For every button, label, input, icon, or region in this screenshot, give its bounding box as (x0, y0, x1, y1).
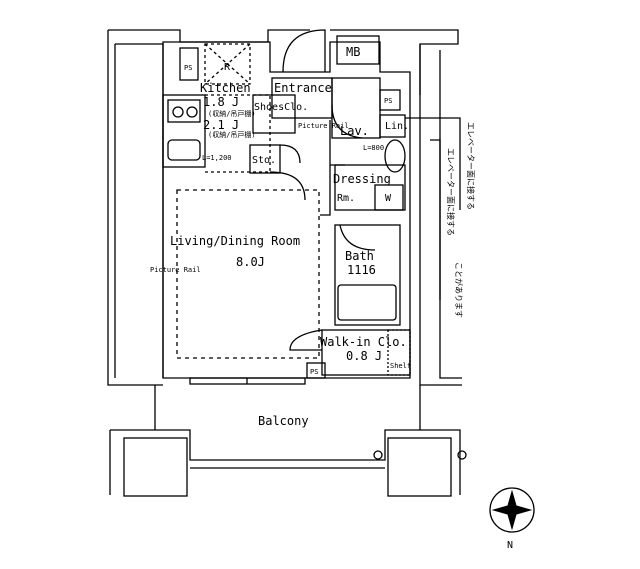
bath-door (339, 224, 376, 251)
kitchen-size-1: 1.8 J (203, 95, 239, 109)
living-size: 8.0J (236, 255, 265, 269)
dressing-label-1: Dressing (333, 172, 391, 186)
shoes-closet (252, 94, 296, 134)
linen-label: Lin. (385, 121, 409, 132)
side-note-1: エレベーター面に接する (466, 122, 476, 210)
mb-label: MB (346, 45, 360, 59)
walkin-label: Walk-in Clo. (320, 335, 407, 349)
drain-left (373, 450, 383, 460)
storage-box (249, 144, 281, 174)
drain-right (457, 450, 467, 460)
balcony-column-left (123, 437, 188, 497)
ps-label-bottom: PS (310, 368, 318, 376)
linen-box (379, 114, 406, 138)
mb-box (336, 35, 380, 65)
storage-door (279, 144, 301, 164)
walkin-size: 0.8 J (346, 349, 382, 363)
ps-label-top-left: PS (184, 64, 192, 72)
outer-wall-inner (114, 43, 164, 378)
washbasin (384, 139, 406, 173)
bath-room (334, 224, 401, 326)
washer-mark: W (385, 193, 392, 204)
shelf-box (387, 329, 411, 376)
stove-burner-2 (186, 106, 198, 118)
entrance-door (282, 29, 326, 73)
ps-box-left (179, 47, 199, 81)
fridge-mark: R (224, 62, 231, 73)
picture-rail-short: Picture Rail (298, 122, 349, 130)
lavatory-label: Lav. (340, 124, 369, 138)
kitchen-label: Kitchen (200, 81, 251, 95)
sink (167, 139, 201, 161)
kitchen-width: L=1,200 (202, 154, 232, 162)
balcony-rail (109, 429, 461, 495)
side-note-2: エレベーター面に接する (446, 148, 456, 236)
balcony-label: Balcony (258, 414, 309, 428)
lav-width: L=800 (363, 144, 384, 152)
balcony-column-right (387, 437, 452, 497)
balcony-posts (154, 385, 421, 430)
living-door (269, 171, 306, 201)
dressing-label-2: Rm. (337, 193, 355, 204)
lav-door (331, 104, 363, 139)
compass-ring (489, 487, 535, 533)
living-dining-room (176, 189, 320, 359)
shelf-label: Shelf (390, 362, 411, 370)
bathtub (337, 284, 397, 321)
kitchen-note-2: (収納/吊戸棚) (208, 130, 256, 139)
walkin-door (289, 329, 323, 351)
fridge-cross (204, 43, 251, 85)
kitchen-note-1: (収納/吊戸棚) (208, 109, 256, 118)
dressing-room (334, 164, 406, 211)
ps-label-right: PS (384, 97, 392, 105)
ps-box-right (379, 89, 401, 111)
stove-burner-1 (172, 106, 184, 118)
compass-star (491, 489, 533, 531)
shoes-closet-label: ShoesClo. (254, 102, 308, 113)
ps-box-bottom (306, 362, 326, 379)
entrance-label: Entrance (274, 81, 332, 95)
outer-wall-top-right (330, 29, 462, 386)
stove-area (167, 99, 201, 123)
note-bracket (405, 117, 461, 300)
bath-size: 1116 (347, 263, 376, 277)
kitchen-size-2: 2.1 J (203, 118, 239, 132)
washer-box (374, 184, 404, 211)
side-note-3: ことがあります (454, 262, 464, 318)
fridge-space (204, 43, 251, 85)
kitchen-counter (162, 94, 206, 168)
compass-north-label: N (507, 540, 513, 551)
bath-label: Bath (345, 249, 374, 263)
living-label: Living/Dining Room (170, 234, 300, 248)
picture-rail-label: Picture Rail (150, 266, 201, 274)
storage-label: Sto. (252, 155, 276, 166)
